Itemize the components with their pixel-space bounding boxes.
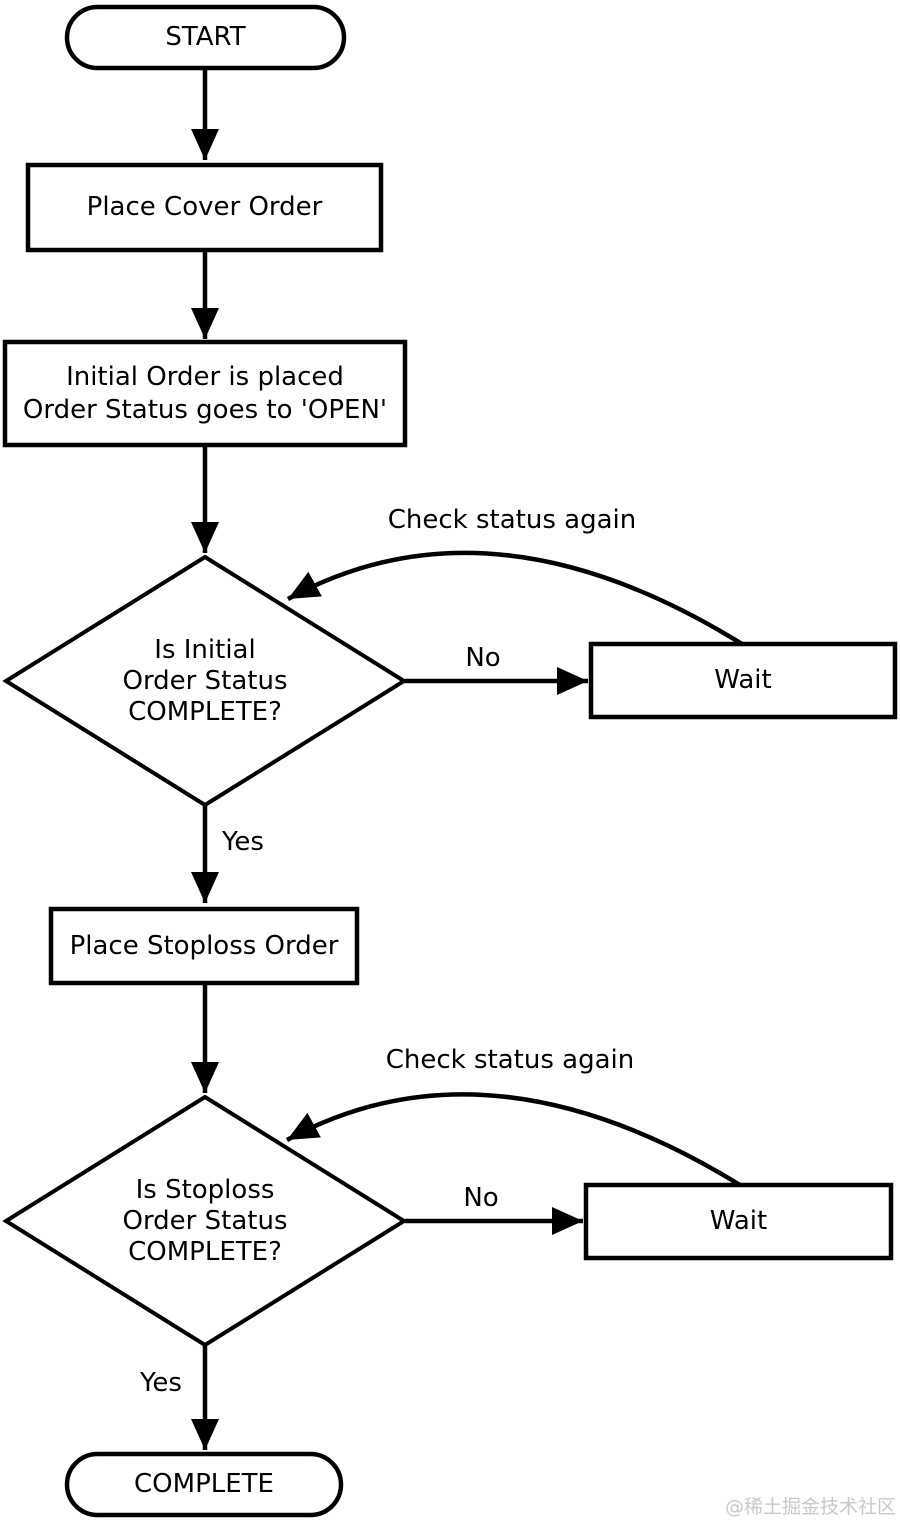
edge-label-check-status-again-1: Check status again — [387, 505, 637, 535]
initial-order-node-label: Initial Order is placed Order Status goe… — [5, 342, 405, 445]
initial-order-node-shape — [2, 339, 408, 448]
edge-label-no-1: No — [465, 643, 501, 673]
juejin-watermark: @稀土掘金技术社区 — [724, 1496, 896, 1518]
decision-stoploss-line-1: Is Stoploss — [135, 1174, 275, 1205]
initial-order-line-1: Initial Order is placed — [66, 361, 344, 392]
place-cover-order-node-label: Place Cover Order — [86, 192, 323, 222]
place-stoploss-order-node-shape — [48, 906, 360, 986]
place-stoploss-order-node-label: Place Stoploss Order — [69, 930, 339, 961]
decision-initial-line-2: Order Status — [122, 665, 288, 696]
place-cover-order-node-shape — [25, 162, 384, 253]
edge-label-check-status-again-2: Check status again — [385, 1045, 635, 1075]
initial-order-line-2: Order Status goes to 'OPEN' — [22, 394, 388, 425]
decision-stoploss-line-2: Order Status — [122, 1205, 288, 1236]
edge-label-yes-2: Yes — [140, 1368, 182, 1398]
start-node-shape — [64, 4, 347, 71]
edge-wait-2-check-status-to-decision-stoploss — [285, 1092, 742, 1187]
wait-1-node-shape — [588, 641, 898, 720]
decision-initial-line-1: Is Initial — [154, 634, 256, 665]
wait-2-node-label: Wait — [709, 1206, 768, 1236]
complete-node-shape — [64, 1451, 344, 1518]
decision-initial-node-label: Is Initial Order Status COMPLETE? — [5, 556, 405, 806]
decision-initial-line-3: COMPLETE? — [128, 696, 282, 727]
start-node-label: START — [165, 22, 246, 52]
edge-label-yes-1: Yes — [222, 827, 264, 857]
decision-stoploss-node-label: Is Stoploss Order Status COMPLETE? — [5, 1096, 405, 1346]
edge-wait-1-check-status-to-decision-initial — [286, 550, 744, 646]
edge-label-no-2: No — [463, 1183, 499, 1213]
wait-1-node-label: Wait — [714, 665, 772, 695]
complete-node-label: COMPLETE — [134, 1469, 274, 1499]
decision-stoploss-line-3: COMPLETE? — [128, 1236, 282, 1267]
